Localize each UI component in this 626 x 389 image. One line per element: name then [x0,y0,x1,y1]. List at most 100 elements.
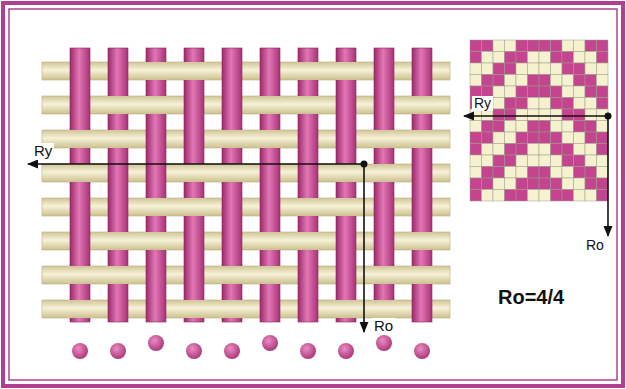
draft-cell [505,121,517,133]
draft-cell [482,132,494,144]
draft-cell [585,75,597,87]
weft-float [219,266,245,284]
draft-cell [574,121,586,133]
weft-float [371,300,397,318]
draft-cell [493,52,505,64]
warp-repeat-arrow [607,116,609,236]
outer-frame [3,3,623,386]
draft-cell [551,144,563,156]
weft-float [257,266,283,284]
draft-cell [585,63,597,75]
weft-float [333,198,359,216]
woven-fabric [42,48,450,322]
warp-section [72,335,430,359]
weft-thread [42,164,450,182]
draft-cell [574,155,586,167]
draft-cell [516,132,528,144]
draft-cell [585,52,597,64]
draft-cell [585,40,597,52]
weft-float [409,130,435,148]
draft-cell [470,190,482,202]
draft-cell [516,40,528,52]
weft-float [219,130,245,148]
weft-thread [42,300,450,318]
weft-float [67,164,93,182]
draft-cell [493,75,505,87]
draft-cell [539,75,551,87]
draft-cell [597,178,609,190]
draft-cell [562,63,574,75]
draft-cell [516,121,528,133]
draft-cell [574,190,586,202]
draft-cell [574,63,586,75]
draft-cell [516,144,528,156]
draft-cell [505,178,517,190]
draft-cell [562,86,574,98]
weft-float [219,164,245,182]
weft-repeat-arrow [464,115,608,117]
draft-cell [516,155,528,167]
weft-float [105,96,131,114]
draft-cell [597,144,609,156]
draft-cell [493,86,505,98]
weave-draft-grid [470,40,608,201]
weft-float [67,266,93,284]
repeat-label: Ry [472,96,493,111]
draft-cell [482,63,494,75]
repeat-arrows [28,113,612,333]
weft-float [67,300,93,318]
draft-cell [562,155,574,167]
warp-cross-section [262,335,278,351]
weft-float [105,130,131,148]
draft-cell [539,121,551,133]
draft-cell [482,75,494,87]
draft-cell [505,132,517,144]
draft-cell [539,144,551,156]
draft-cell [562,178,574,190]
draft-cell [493,98,505,110]
draft-cell [597,167,609,179]
weft-float [295,96,321,114]
draft-cell [585,98,597,110]
draft-cell [516,63,528,75]
draft-cell [470,155,482,167]
draft-cell [505,63,517,75]
draft-cell [516,98,528,110]
weft-float [257,232,283,250]
weft-float [409,96,435,114]
draft-cell [597,98,609,110]
draft-cell [482,52,494,64]
draft-cell [493,40,505,52]
draft-cell [482,178,494,190]
weft-float [257,130,283,148]
weft-float [371,266,397,284]
draft-cell [574,132,586,144]
draft-cell [505,98,517,110]
draft-cell [562,40,574,52]
repeat-label: Ro [372,318,395,335]
draft-cell [482,121,494,133]
draft-cell [562,121,574,133]
weft-float [143,62,169,80]
draft-cell [528,40,540,52]
draft-cell [539,190,551,202]
draft-cell [493,121,505,133]
draft-cell [470,178,482,190]
weft-float [409,232,435,250]
draft-cell [574,178,586,190]
warp-cross-section [110,343,126,359]
draft-cell [528,75,540,87]
draft-cell [539,40,551,52]
draft-cell [505,75,517,87]
draft-cell [482,190,494,202]
draft-cell [539,167,551,179]
draft-cell [470,52,482,64]
warp-thread [336,48,356,322]
draft-cell [528,144,540,156]
warp-cross-section [72,343,88,359]
draft-cell [585,121,597,133]
draft-cell [562,167,574,179]
draft-cell [562,132,574,144]
